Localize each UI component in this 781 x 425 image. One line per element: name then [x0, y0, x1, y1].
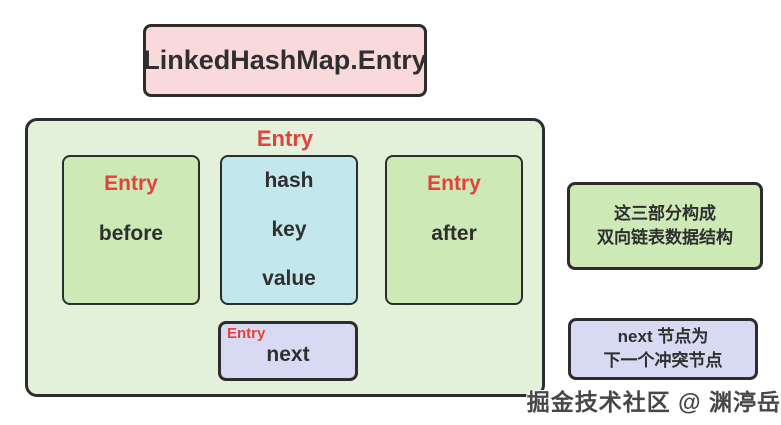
after-box-entry-type-label: Entry [427, 172, 481, 195]
next-node-note-box: next 节点为 下一个冲突节点 [568, 318, 758, 380]
next-box-entry-type-label: Entry [227, 325, 266, 342]
next-field-box: Entry next [218, 321, 358, 381]
after-field-box: Entry after [385, 155, 523, 305]
linkedhashmap-entry-title-label: LinkedHashMap.Entry [143, 45, 427, 75]
before-box-entry-type-label: Entry [104, 172, 158, 195]
linkedhashmap-entry-title-box: LinkedHashMap.Entry [143, 24, 427, 97]
doubly-linked-list-note-box: 这三部分构成 双向链表数据结构 [567, 182, 763, 270]
doubly-linked-note-line1: 这三部分构成 [614, 204, 716, 223]
before-field-label: before [98, 222, 164, 245]
key-field-label: key [271, 217, 307, 241]
entry-container-title: Entry [256, 126, 314, 151]
next-field-label: next [266, 343, 310, 366]
value-field-label: value [262, 266, 316, 290]
next-node-note-line2: 下一个冲突节点 [603, 351, 723, 370]
hash-field-label: hash [264, 169, 314, 193]
after-field-label: after [431, 222, 477, 245]
next-node-note-line1: next 节点为 [617, 327, 709, 346]
before-field-box: Entry before [62, 155, 200, 305]
watermark-text: 掘金技术社区 @ 渊渟岳 [526, 389, 781, 415]
doubly-linked-note-line2: 双向链表数据结构 [597, 228, 733, 247]
entry-container-box: Entry Entry before hash key value Entry … [25, 118, 545, 397]
hash-key-value-box: hash key value [220, 155, 358, 305]
